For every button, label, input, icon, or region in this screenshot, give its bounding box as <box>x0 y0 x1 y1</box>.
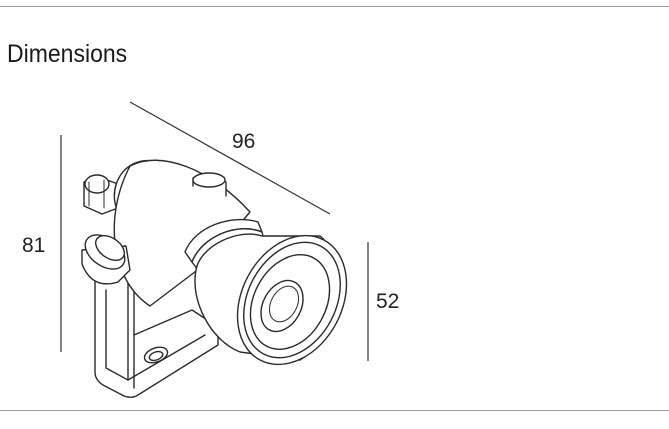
head-diameter-label: 52 <box>376 290 399 313</box>
lens <box>260 279 304 333</box>
length-dimension-line <box>129 101 331 215</box>
top-divider <box>0 6 669 7</box>
rear-knob <box>83 174 119 215</box>
spotlight-illustration <box>81 159 348 398</box>
mounting-bracket <box>94 265 219 398</box>
section-title: Dimensions <box>7 40 128 68</box>
length-label: 96 <box>232 130 255 153</box>
side-knob <box>81 234 131 285</box>
bottom-divider <box>0 410 669 411</box>
height-label: 81 <box>22 234 45 257</box>
top-knob <box>192 172 227 197</box>
